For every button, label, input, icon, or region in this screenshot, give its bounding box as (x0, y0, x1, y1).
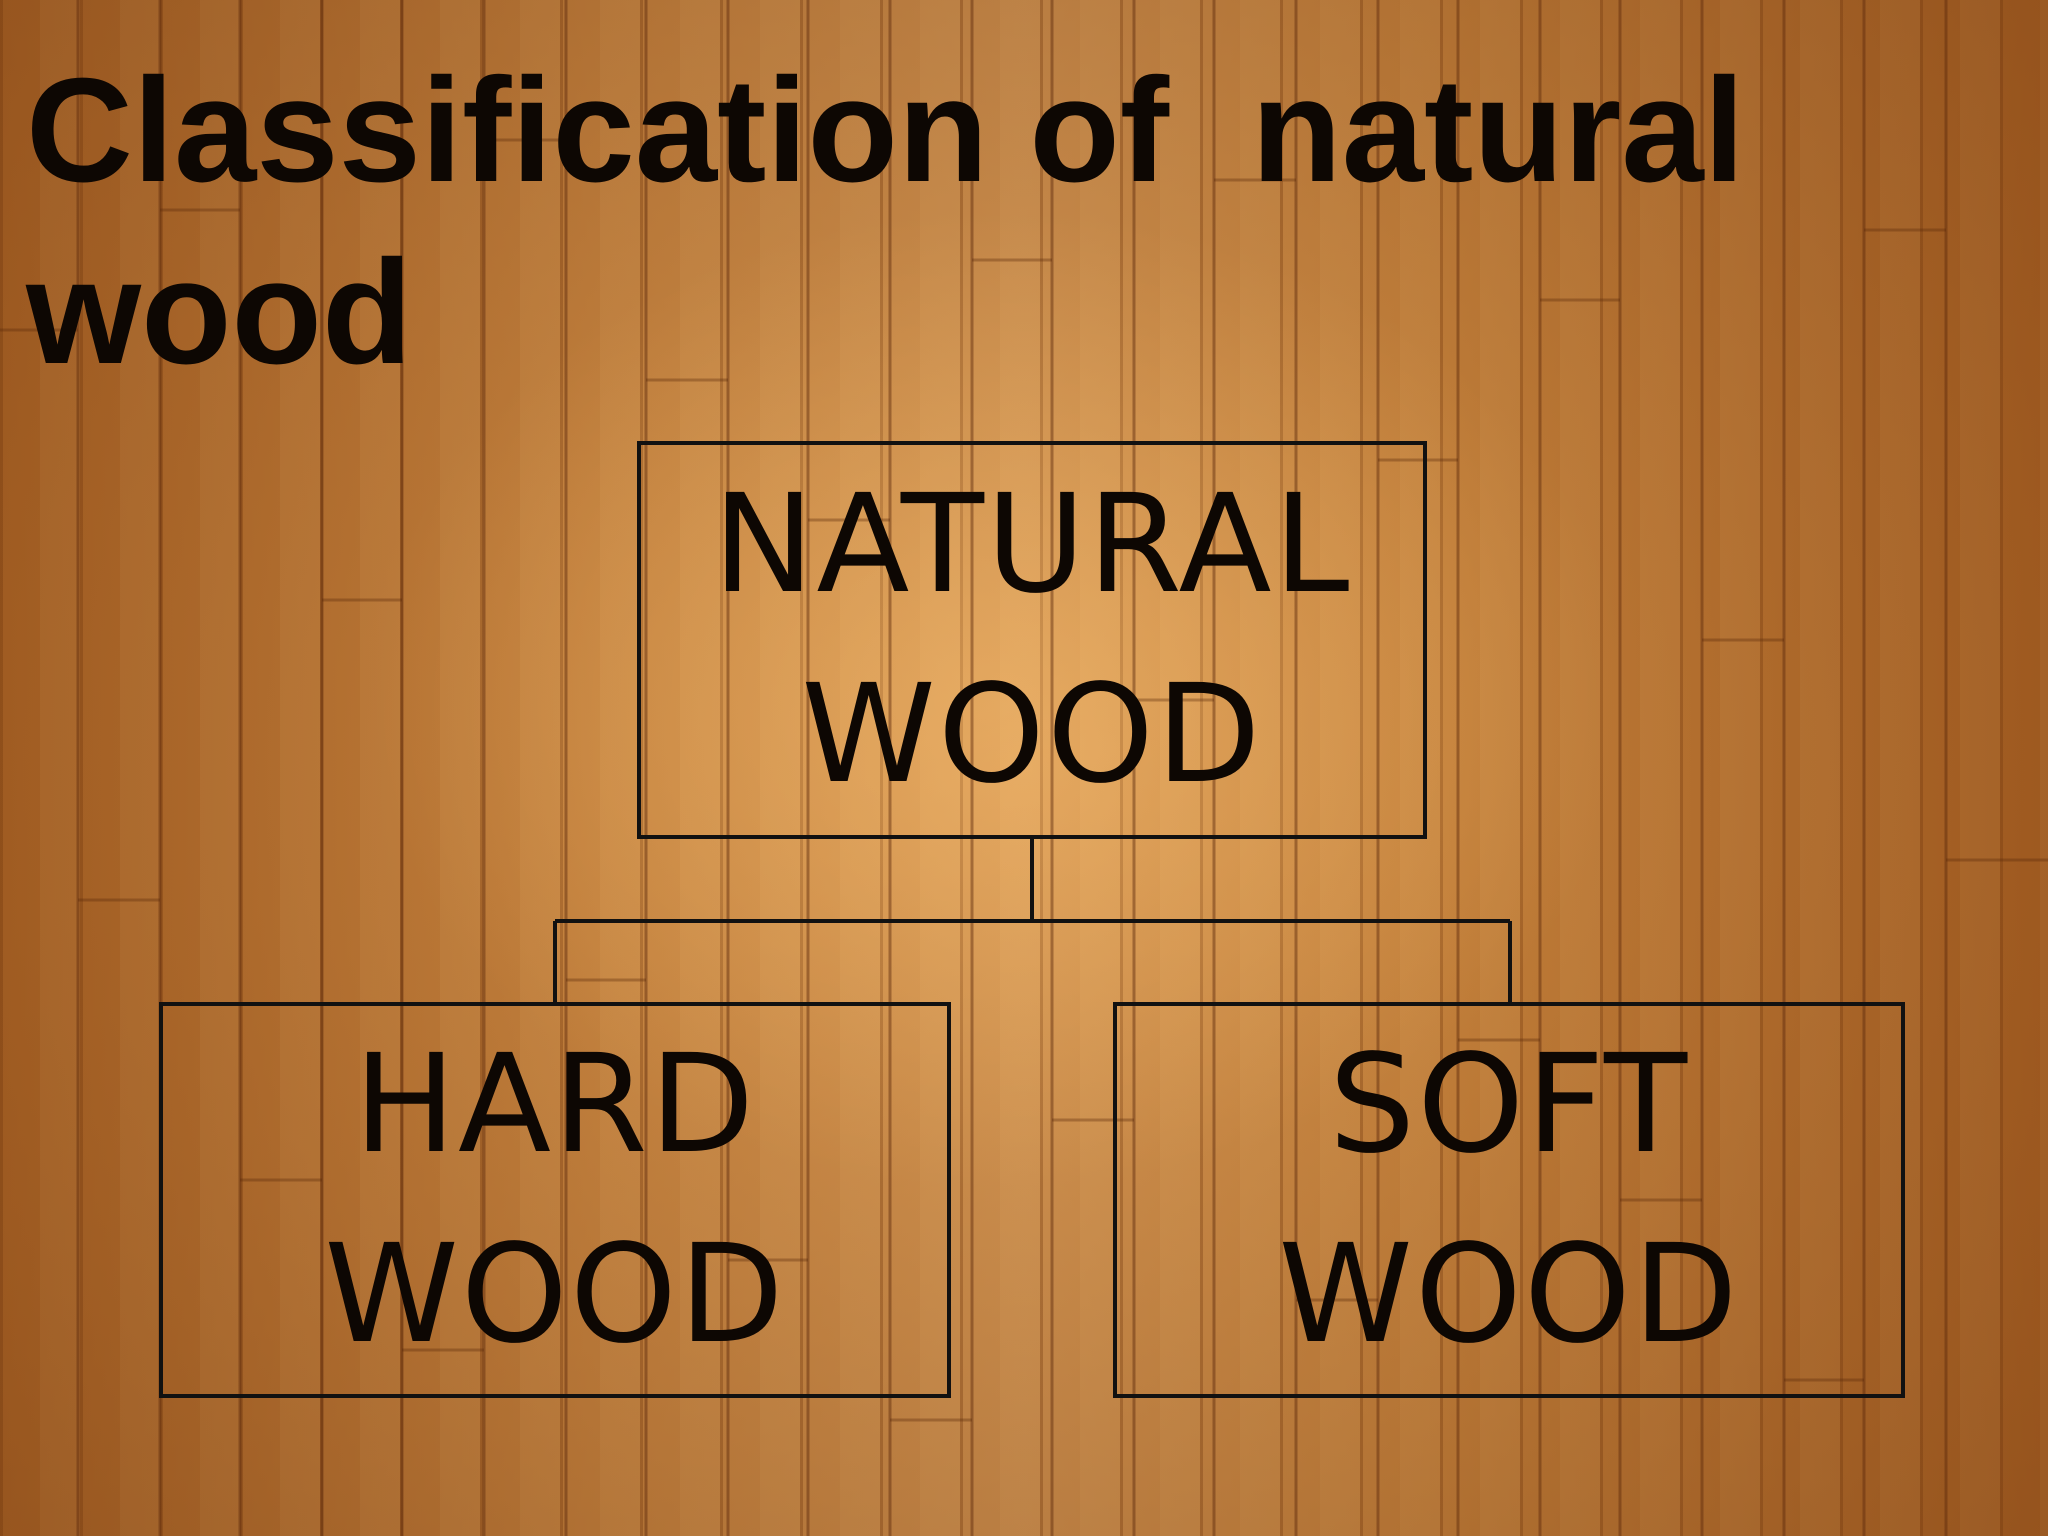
node-hard-wood-label: HARD WOOD (324, 1026, 786, 1374)
page-title: Classification of natural wood (26, 48, 1786, 395)
node-natural-wood-label: NATURAL WOOD (712, 466, 1352, 814)
node-natural-wood: NATURAL WOOD (637, 441, 1427, 839)
node-soft-wood-label: SOFT WOOD (1278, 1026, 1740, 1374)
node-hard-wood: HARD WOOD (159, 1002, 951, 1398)
node-soft-wood: SOFT WOOD (1113, 1002, 1905, 1398)
